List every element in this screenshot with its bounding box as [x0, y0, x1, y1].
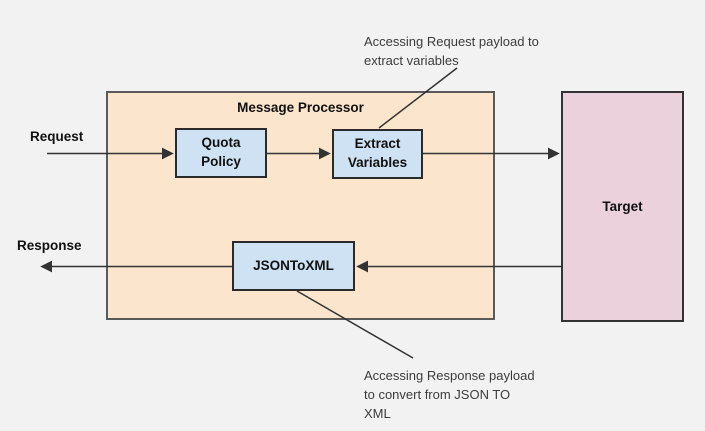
target-box: Target [561, 91, 684, 322]
target-label: Target [602, 199, 643, 214]
request-label: Request [30, 129, 84, 144]
extract-variables-label: Extract Variables [347, 136, 408, 170]
quota-policy-node: Quota Policy [175, 128, 267, 178]
response-payload-annotation: Accessing Response payload to convert fr… [364, 368, 535, 421]
request-payload-annotation: Accessing Request payload to extract var… [364, 34, 539, 68]
json-to-xml-label: JSONToXML [253, 257, 334, 273]
json-to-xml-node: JSONToXML [232, 241, 355, 291]
message-processor-title: Message Processor [237, 100, 364, 115]
quota-policy-label: Quota Policy [201, 135, 241, 169]
response-label: Response [17, 238, 82, 253]
extract-variables-node: Extract Variables [332, 129, 423, 179]
